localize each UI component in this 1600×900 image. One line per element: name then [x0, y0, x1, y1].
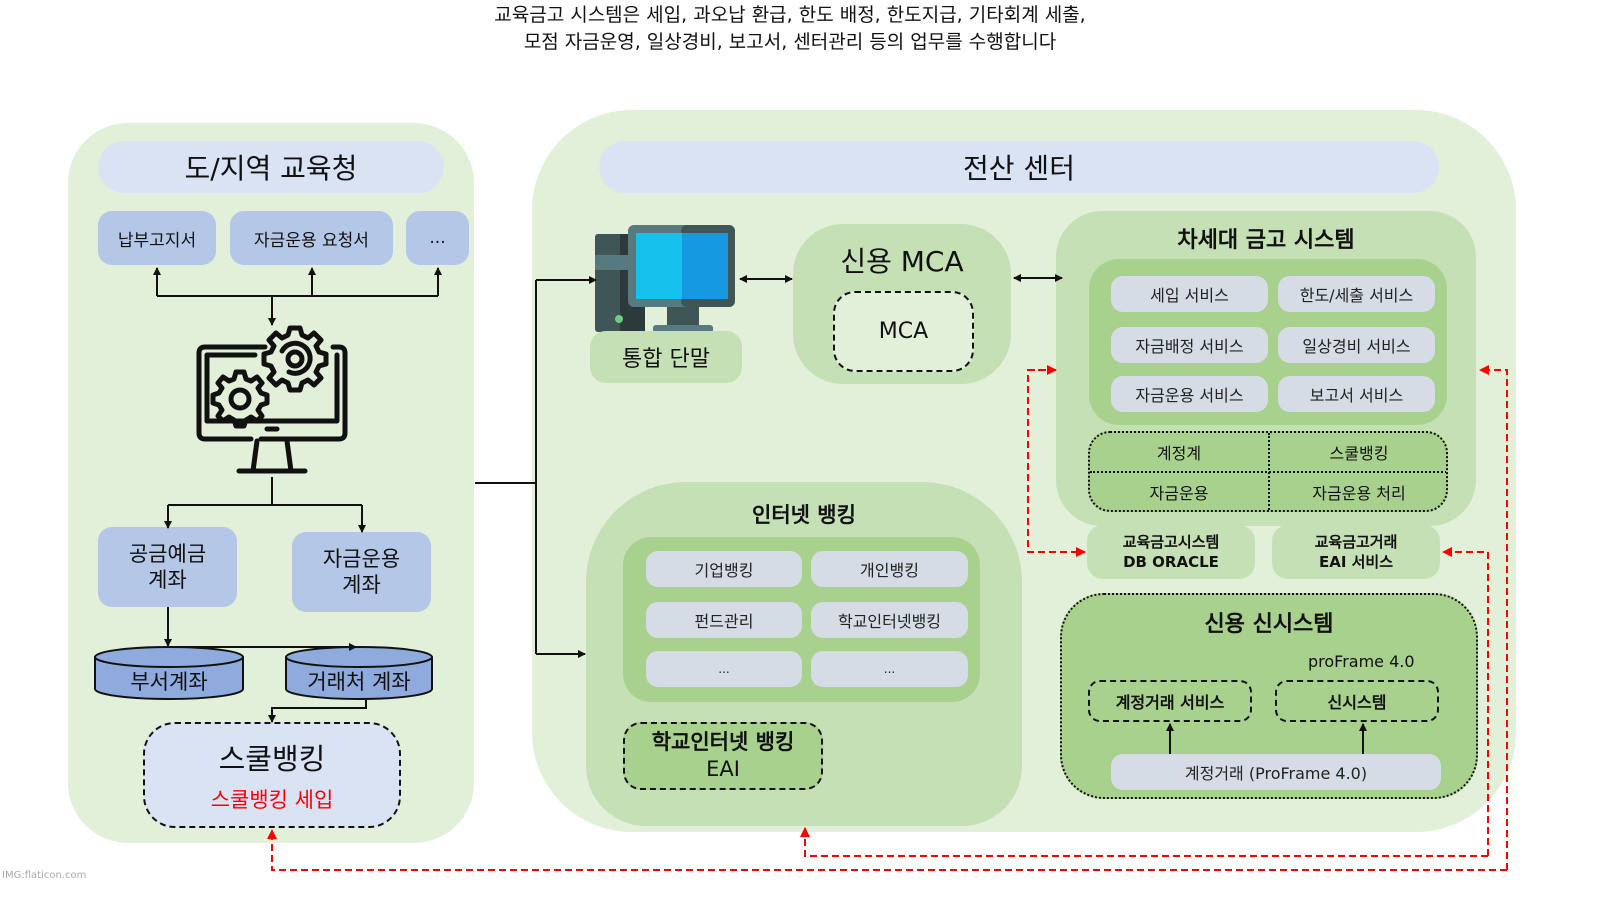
service-fund-operation[interactable]: 자금운용 서비스 [1111, 376, 1268, 412]
grid-cell-accounting[interactable]: 계정계 [1156, 444, 1202, 463]
right-region-title: 전산 센터 [599, 141, 1439, 193]
grid-cell-school-banking[interactable]: 스쿨뱅킹 [1329, 444, 1389, 463]
monitor-gears-icon [195, 325, 350, 477]
image-credit: IMG:flaticon.com [2, 870, 87, 881]
ib-service-fund-management[interactable]: 펀드관리 [646, 602, 802, 638]
new-system-title: 신용 신시스템 [1204, 612, 1334, 637]
left-region-title: 도/지역 교육청 [98, 141, 444, 193]
red-link-to-internet-banking [800, 827, 1488, 857]
new-system-box[interactable]: 신시스템 [1275, 680, 1439, 722]
school-banking-subtitle: 스쿨뱅킹 세입 [210, 788, 334, 812]
doc-box-fund-request[interactable]: 자금운용 요청서 [230, 211, 393, 265]
mca-box[interactable]: 신용 MCA MCA [793, 224, 1011, 384]
service-report[interactable]: 보고서 서비스 [1278, 376, 1435, 412]
database-dept-account[interactable]: 부서계좌 [93, 645, 245, 701]
next-gen-system-title: 차세대 금고 시스템 [1177, 228, 1355, 253]
account-line-2: 계좌 [148, 568, 187, 592]
account-trade-service-box[interactable]: 계정거래 서비스 [1088, 680, 1252, 722]
doc-box-more[interactable]: ... [406, 211, 469, 265]
school-ib-eai-line-2: EAI [706, 757, 740, 781]
doc-box-payment-notice[interactable]: 납부고지서 [98, 211, 216, 265]
headline: 교육금고 시스템은 세입, 과오납 환급, 한도 배정, 한도지급, 기타회계 … [0, 2, 1580, 56]
ib-service-more-2[interactable]: ... [811, 651, 968, 687]
school-banking-box[interactable]: 스쿨뱅킹 스쿨뱅킹 세입 [143, 722, 401, 828]
ib-service-corporate[interactable]: 기업뱅킹 [646, 551, 802, 587]
account-box-public-deposit[interactable]: 공금예금 계좌 [98, 527, 237, 607]
database-vendor-account[interactable]: 거래처 계좌 [284, 645, 434, 701]
account-box-fund-operation[interactable]: 자금운용 계좌 [292, 532, 431, 612]
proframe-label: proFrame 4.0 [1308, 652, 1415, 671]
red-link-to-school-banking [267, 829, 1507, 871]
internet-banking-title: 인터넷 뱅킹 [752, 503, 856, 527]
core-grid: 계정계 스쿨뱅킹 자금운용 자금운용 처리 [1088, 431, 1448, 512]
desktop-computer-icon [595, 225, 740, 335]
account-line-1: 자금운용 [322, 547, 401, 571]
service-limit-expenditure[interactable]: 한도/세출 서비스 [1278, 276, 1435, 312]
db-box-line-1: 교육금고시스템 [1122, 533, 1220, 551]
db-oracle-box[interactable]: 교육금고시스템 DB ORACLE [1087, 525, 1255, 579]
service-revenue[interactable]: 세입 서비스 [1111, 276, 1268, 312]
eai-service-box[interactable]: 교육금고거래 EAI 서비스 [1272, 525, 1440, 579]
service-fund-allocation[interactable]: 자금배정 서비스 [1111, 327, 1268, 363]
eai-box-line-1: 교육금고거래 [1314, 533, 1398, 551]
db-box-line-2: DB ORACLE [1123, 553, 1219, 571]
account-trade-base-box[interactable]: 계정거래 (ProFrame 4.0) [1111, 754, 1441, 790]
grid-cell-fund-processing[interactable]: 자금운용 처리 [1312, 484, 1406, 503]
school-ib-eai-box[interactable]: 학교인터넷 뱅킹 EAI [623, 722, 823, 790]
grid-cell-fund-operation[interactable]: 자금운용 [1149, 484, 1209, 503]
headline-line-1: 교육금고 시스템은 세입, 과오납 환급, 한도 배정, 한도지급, 기타회계 … [494, 4, 1086, 26]
service-daily-expense[interactable]: 일상경비 서비스 [1278, 327, 1435, 363]
school-banking-title: 스쿨뱅킹 [218, 742, 326, 776]
account-line-1: 공금예금 [128, 542, 207, 566]
ib-service-school-banking[interactable]: 학교인터넷뱅킹 [811, 602, 968, 638]
terminal-label-box[interactable]: 통합 단말 [590, 331, 742, 383]
school-ib-eai-line-1: 학교인터넷 뱅킹 [651, 730, 795, 754]
eai-box-line-2: EAI 서비스 [1318, 553, 1394, 571]
database-label: 부서계좌 [130, 670, 208, 694]
ib-service-personal[interactable]: 개인뱅킹 [811, 551, 968, 587]
headline-line-2: 모점 자금운영, 일상경비, 보고서, 센터관리 등의 업무를 수행합니다 [523, 31, 1057, 53]
mca-inner-box[interactable]: MCA [833, 291, 974, 372]
mca-title: 신용 MCA [840, 245, 964, 278]
account-line-2: 계좌 [342, 573, 381, 597]
database-label: 거래처 계좌 [307, 670, 411, 694]
ib-service-more-1[interactable]: ... [646, 651, 802, 687]
